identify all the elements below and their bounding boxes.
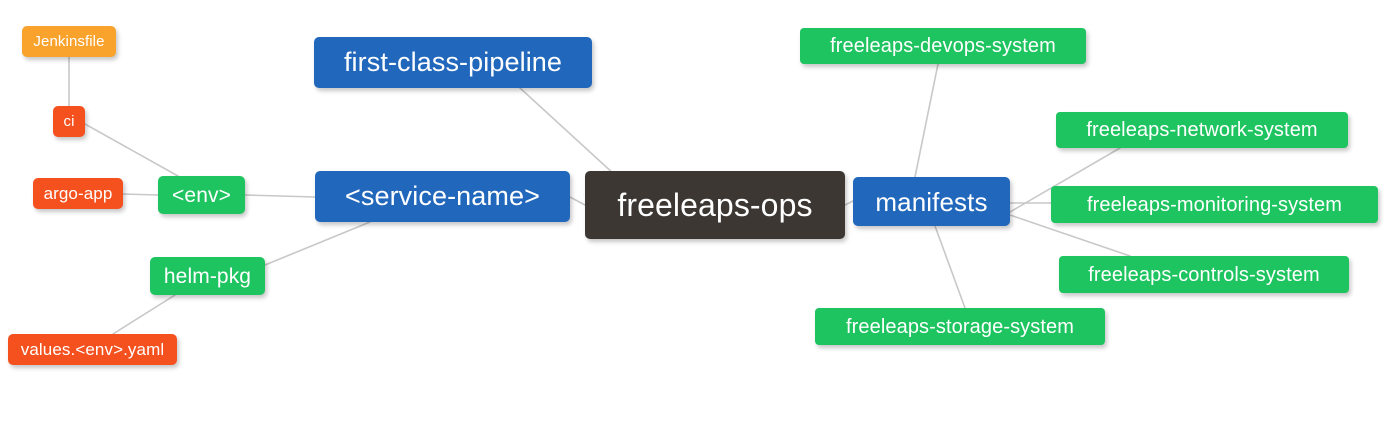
node-label: freeleaps-ops [617,187,813,223]
node-freeleaps-devops-system[interactable]: freeleaps-devops-system [800,28,1086,64]
node-freeleaps-monitoring-system[interactable]: freeleaps-monitoring-system [1051,186,1378,223]
node-manifests[interactable]: manifests [853,177,1010,226]
node-freeleaps-storage-system[interactable]: freeleaps-storage-system [815,308,1105,345]
node-label: manifests [875,186,988,217]
node-label: freeleaps-storage-system [845,315,1075,338]
node-label: values.<env>.yaml [20,340,165,359]
node-freeleaps-controls-system[interactable]: freeleaps-controls-system [1059,256,1349,293]
node-first-class-pipeline[interactable]: first-class-pipeline [314,37,592,88]
node-argo-app[interactable]: argo-app [33,178,123,209]
edge-freeleaps-ops-to-first-class-pipeline [519,87,616,176]
node-ci[interactable]: ci [53,106,85,137]
node-service-name[interactable]: <service-name> [315,171,570,222]
edge-service-name-to-helm-pkg [264,221,371,266]
node-label: ci [63,113,75,130]
edge-env-to-ci [84,123,179,177]
edge-helm-pkg-to-values-env-yaml [112,294,176,335]
node-freeleaps-network-system[interactable]: freeleaps-network-system [1056,112,1348,148]
node-label: freeleaps-controls-system [1088,263,1320,286]
edge-manifests-to-freeleaps-storage-system [934,225,966,309]
edge-freeleaps-ops-to-manifests [844,200,854,206]
node-label: first-class-pipeline [343,47,563,77]
node-label: freeleaps-monitoring-system [1086,193,1342,216]
edge-freeleaps-ops-to-service-name [569,196,586,206]
edge-service-name-to-env [244,194,316,198]
node-label: <env> [172,183,231,207]
node-label: freeleaps-network-system [1086,119,1318,141]
node-label: argo-app [43,184,113,203]
node-label: freeleaps-devops-system [830,35,1056,57]
node-env[interactable]: <env> [158,176,245,214]
node-label: helm-pkg [163,264,252,288]
edge-env-to-argo-app [122,193,159,196]
node-jenkinsfile[interactable]: Jenkinsfile [22,26,116,57]
node-label: Jenkinsfile [33,33,105,50]
node-helm-pkg[interactable]: helm-pkg [150,257,265,295]
node-freeleaps-ops[interactable]: freeleaps-ops [585,171,845,239]
edge-manifests-to-freeleaps-devops-system [914,63,939,178]
node-label: <service-name> [345,181,540,211]
node-values-env-yaml[interactable]: values.<env>.yaml [8,334,177,365]
